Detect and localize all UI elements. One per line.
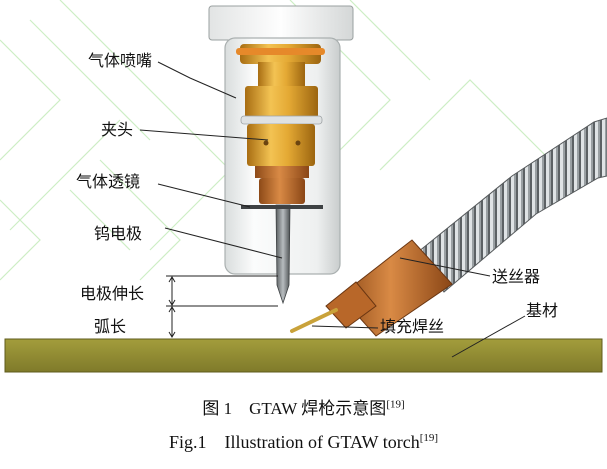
label-electrode-extension: 电极伸长 [80, 284, 144, 303]
caption-en-text: Illustration of GTAW torch [224, 432, 420, 452]
dimension-lines [166, 275, 278, 338]
caption-english: Fig.1 Illustration of GTAW torch[19] [0, 432, 607, 453]
caption-en-number: Fig.1 [168, 432, 207, 452]
label-wire-feeder: 送丝器 [492, 267, 540, 286]
caption-cn-number: 图 1 [202, 399, 233, 418]
wire-feeder-hose [325, 117, 607, 337]
caption-cn-ref: [19] [386, 398, 405, 411]
label-arc-length: 弧长 [94, 317, 126, 336]
label-substrate: 基材 [526, 301, 558, 320]
label-collet: 夹头 [101, 120, 133, 139]
substrate-plate [4, 338, 603, 373]
nozzle-cap [208, 5, 354, 41]
caption-en-ref: [19] [419, 432, 439, 444]
watermark-pattern [0, 0, 561, 281]
label-gas-nozzle: 气体喷嘴 [88, 51, 152, 70]
tungsten-electrode [275, 204, 291, 305]
leader-lines [139, 61, 526, 358]
label-filler-wire: 填充焊丝 [380, 317, 444, 336]
gas-lens-screen [241, 205, 323, 209]
label-gas-lens: 气体透镜 [76, 172, 140, 191]
collet-body [236, 44, 325, 204]
caption-cn-text: GTAW 焊枪示意图 [249, 399, 387, 418]
caption-chinese: 图 1 GTAW 焊枪示意图[19] [0, 394, 607, 419]
filler-wire [290, 308, 338, 333]
label-tungsten-electrode: 钨电极 [94, 224, 142, 243]
